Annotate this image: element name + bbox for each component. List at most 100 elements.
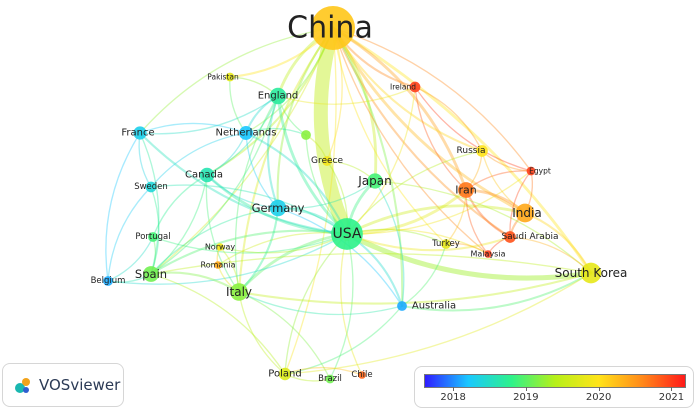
link-japan-australia: [374, 180, 405, 307]
link-england-germany: [266, 94, 280, 210]
link-southkorea-italy: [237, 271, 593, 305]
node-label-portugal[interactable]: Portugal: [135, 232, 170, 242]
node-russia[interactable]: [476, 145, 488, 157]
node-label-poland[interactable]: Poland: [268, 369, 301, 380]
vosviewer-logo-icon: [15, 378, 30, 393]
link-england-france: [139, 95, 279, 135]
legend-tickmark-2018: [453, 387, 455, 391]
link-usa-russia: [346, 150, 483, 235]
node-netherlands[interactable]: [239, 126, 253, 140]
node-label-brazil[interactable]: Brazil: [318, 374, 342, 384]
node-label-spain[interactable]: Spain: [135, 267, 167, 281]
node-label-malaysia[interactable]: Malaysia: [471, 250, 506, 259]
legend-tick-2020: 2020: [585, 392, 612, 403]
node-label-germany[interactable]: Germany: [252, 201, 305, 215]
node-portugal[interactable]: [148, 232, 158, 242]
node-pakistan[interactable]: [225, 72, 235, 82]
node-label-italy[interactable]: Italy: [226, 285, 252, 299]
node-label-belgium[interactable]: Belgium: [91, 276, 126, 286]
node-chile[interactable]: [358, 371, 366, 379]
node-australia[interactable]: [397, 301, 407, 311]
node-label-iran[interactable]: Iran: [455, 184, 477, 197]
link-saudi-egypt: [509, 170, 532, 238]
node-label-romania[interactable]: Romania: [201, 261, 236, 270]
node-label-saudi[interactable]: Saudi Arabia: [501, 232, 558, 242]
node-label-egypt[interactable]: Egypt: [529, 167, 551, 176]
node-malaysia[interactable]: [484, 250, 492, 258]
node-sweden[interactable]: [145, 181, 157, 193]
node-label-usa[interactable]: USA: [333, 226, 362, 242]
legend-tickmark-2020: [598, 387, 600, 391]
node-label-greece[interactable]: Greece: [311, 156, 343, 166]
node-usa[interactable]: [331, 218, 363, 250]
link-china-france: [139, 27, 334, 134]
node-greece[interactable]: [322, 156, 332, 166]
node-label-canada[interactable]: Canada: [185, 170, 223, 181]
link-china-iran: [331, 26, 468, 192]
node-label-netherlands[interactable]: Netherlands: [216, 128, 277, 139]
node-label-england[interactable]: England: [258, 91, 299, 102]
link-italy-brazil: [238, 291, 331, 380]
link-usa-portugal: [152, 233, 348, 254]
link-usa-france: [138, 131, 349, 236]
node-label-india[interactable]: India: [512, 206, 541, 220]
node-label-russia[interactable]: Russia: [457, 146, 486, 156]
link-usa-brazil: [329, 233, 354, 380]
node-germany[interactable]: [269, 199, 287, 217]
node-spain[interactable]: [143, 266, 159, 282]
node-southkorea[interactable]: [580, 262, 602, 284]
link-china-india: [331, 26, 527, 215]
node-saudi[interactable]: [504, 231, 516, 243]
link-usa-england: [276, 94, 349, 236]
node-label-southkorea[interactable]: South Korea: [555, 266, 628, 280]
node-label-turkey[interactable]: Turkey: [431, 239, 460, 249]
link-usa-ireland: [346, 86, 416, 235]
link-china-canada: [205, 26, 335, 177]
node-italy[interactable]: [230, 283, 248, 301]
node-iran[interactable]: [458, 182, 474, 198]
node-poland[interactable]: [278, 367, 292, 381]
link-portugal-belgium: [107, 236, 154, 282]
link-usa-egypt: [346, 170, 532, 235]
link-australia-poland: [284, 305, 403, 375]
node-label-pakistan[interactable]: Pakistan: [207, 73, 239, 82]
link-canada-portugal: [152, 174, 208, 238]
link-southkorea-australia: [400, 271, 593, 312]
node-romania[interactable]: [214, 261, 222, 269]
link-spain-italy: [149, 271, 241, 294]
node-label-sweden[interactable]: Sweden: [134, 182, 168, 192]
link-china-egypt: [332, 27, 532, 172]
node-turkey[interactable]: [441, 239, 451, 249]
node-label-japan[interactable]: Japan: [357, 174, 391, 188]
node-japan[interactable]: [367, 173, 383, 189]
node-china[interactable]: [311, 6, 355, 50]
node-india[interactable]: [515, 203, 535, 223]
node-label-australia[interactable]: Australia: [412, 301, 456, 312]
node-label-ireland[interactable]: Ireland: [390, 83, 416, 92]
link-netherlands-germany: [245, 132, 279, 209]
link-china-malaysia: [332, 27, 489, 255]
node-england[interactable]: [269, 87, 287, 105]
node-canada[interactable]: [199, 167, 215, 183]
link-china-saudi: [331, 26, 512, 239]
node-label-france[interactable]: France: [121, 128, 154, 139]
node-label-chile[interactable]: Chile: [351, 370, 372, 380]
link-italy-australia: [238, 291, 403, 316]
link-australia-turkey: [401, 243, 447, 307]
link-usa-india: [345, 204, 527, 236]
node-france[interactable]: [133, 126, 147, 140]
node-ireland[interactable]: [409, 81, 421, 93]
node-egypt[interactable]: [526, 166, 536, 176]
node-unlabeled[interactable]: [301, 130, 311, 140]
links-layer: [105, 21, 594, 382]
link-southkorea-japan: [374, 180, 592, 274]
node-belgium[interactable]: [103, 276, 113, 286]
link-usa-malaysia: [346, 228, 489, 255]
node-label-norway[interactable]: Norway: [205, 243, 236, 252]
node-norway[interactable]: [216, 243, 224, 251]
node-brazil[interactable]: [325, 374, 335, 384]
node-label-china[interactable]: China: [287, 11, 373, 46]
color-gradient-bar: [424, 374, 686, 388]
